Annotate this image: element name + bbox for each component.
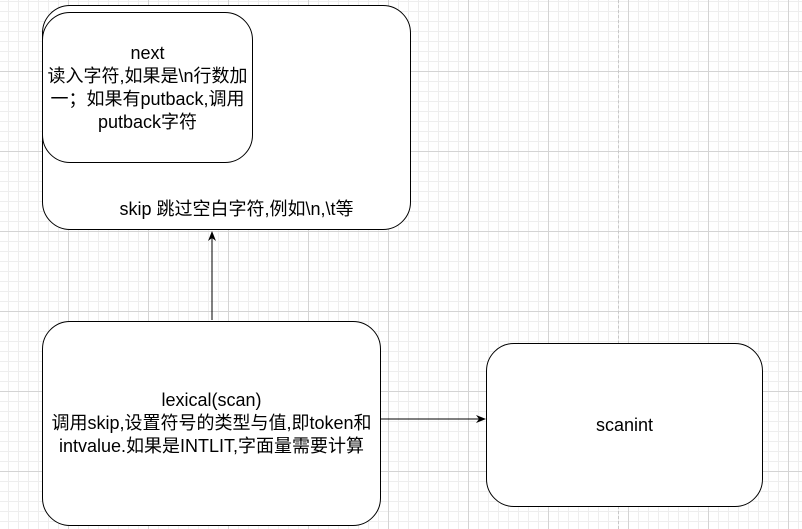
next-node[interactable]: next 读入字符,如果是\n行数加一；如果有putback,调用putback…: [42, 12, 253, 163]
skip-label: skip 跳过空白字符,例如\n,\t等: [119, 199, 354, 219]
scanint-node[interactable]: scanint: [486, 343, 763, 507]
page-break-divider: [618, 0, 619, 529]
lexical-node[interactable]: lexical(scan) 调用skip,设置符号的类型与值,即token和in…: [42, 321, 381, 526]
scanint-label: scanint: [595, 414, 654, 435]
lexical-description: 调用skip,设置符号的类型与值,即token和intvalue.如果是INTL…: [51, 413, 372, 456]
next-title: next: [130, 42, 165, 63]
next-description: 读入字符,如果是\n行数加一；如果有putback,调用putback字符: [47, 65, 248, 132]
lexical-title: lexical(scan): [161, 390, 262, 410]
